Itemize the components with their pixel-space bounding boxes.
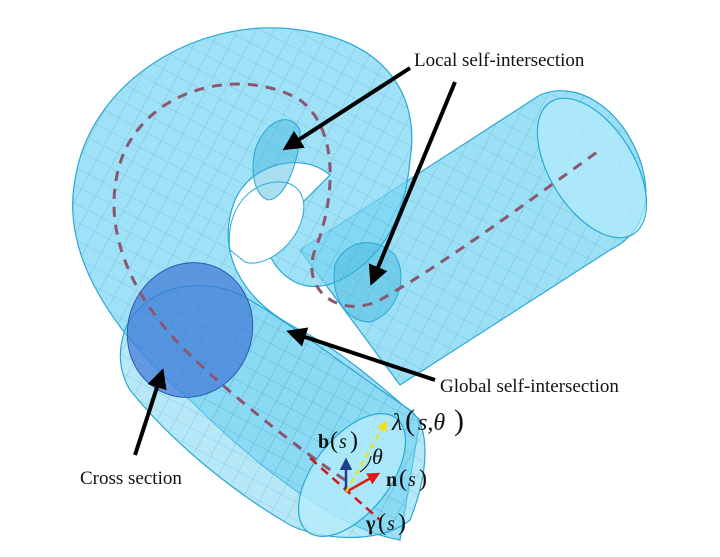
- gamma-symbol: γ: [365, 513, 376, 535]
- svg-text:): ): [419, 466, 427, 492]
- gamma-arg: s: [387, 513, 395, 535]
- lambda-args: s,θ: [418, 410, 445, 436]
- svg-text:): ): [350, 428, 358, 454]
- b-symbol: b: [318, 431, 329, 453]
- local-intersection-patch-lower: [333, 242, 402, 323]
- tube-end-cap-bottom: [297, 413, 407, 537]
- tube-straight-segment: [299, 90, 648, 386]
- lambda-symbol: λ: [391, 410, 402, 436]
- arrow-global: [286, 327, 436, 382]
- lambda-vector: [345, 420, 388, 493]
- tube-end-cap-right: [536, 97, 648, 239]
- theta-angle-arc: [359, 455, 372, 473]
- n-arg: s: [408, 469, 416, 491]
- svg-text:(: (: [330, 428, 338, 454]
- label-cross-section: Cross section: [80, 468, 182, 489]
- label-gamma-of-s: γ ( s ): [365, 510, 406, 536]
- arrow-local-upper: [282, 66, 412, 151]
- arrow-local-lower: [368, 81, 457, 286]
- label-b-of-s: b ( s ): [318, 428, 358, 454]
- n-symbol: n: [386, 469, 397, 491]
- svg-text:): ): [454, 404, 464, 437]
- label-global-self-intersection: Global self-intersection: [440, 376, 619, 397]
- label-lambda: λ ( s,θ ): [391, 404, 464, 437]
- loop-hole: [228, 181, 305, 264]
- label-local-self-intersection: Local self-intersection: [414, 50, 585, 71]
- label-theta: θ: [372, 444, 383, 469]
- svg-text:(: (: [378, 510, 386, 536]
- centerline-curve: [112, 82, 601, 482]
- svg-text:(: (: [399, 466, 407, 492]
- svg-text:(: (: [405, 404, 415, 437]
- label-n-of-s: n ( s ): [386, 466, 427, 492]
- cross-section-disc: [126, 262, 254, 398]
- arrow-cross-section: [133, 368, 167, 456]
- b-arg: s: [339, 431, 347, 453]
- normal-vector: [345, 472, 381, 494]
- svg-text:): ): [398, 510, 406, 536]
